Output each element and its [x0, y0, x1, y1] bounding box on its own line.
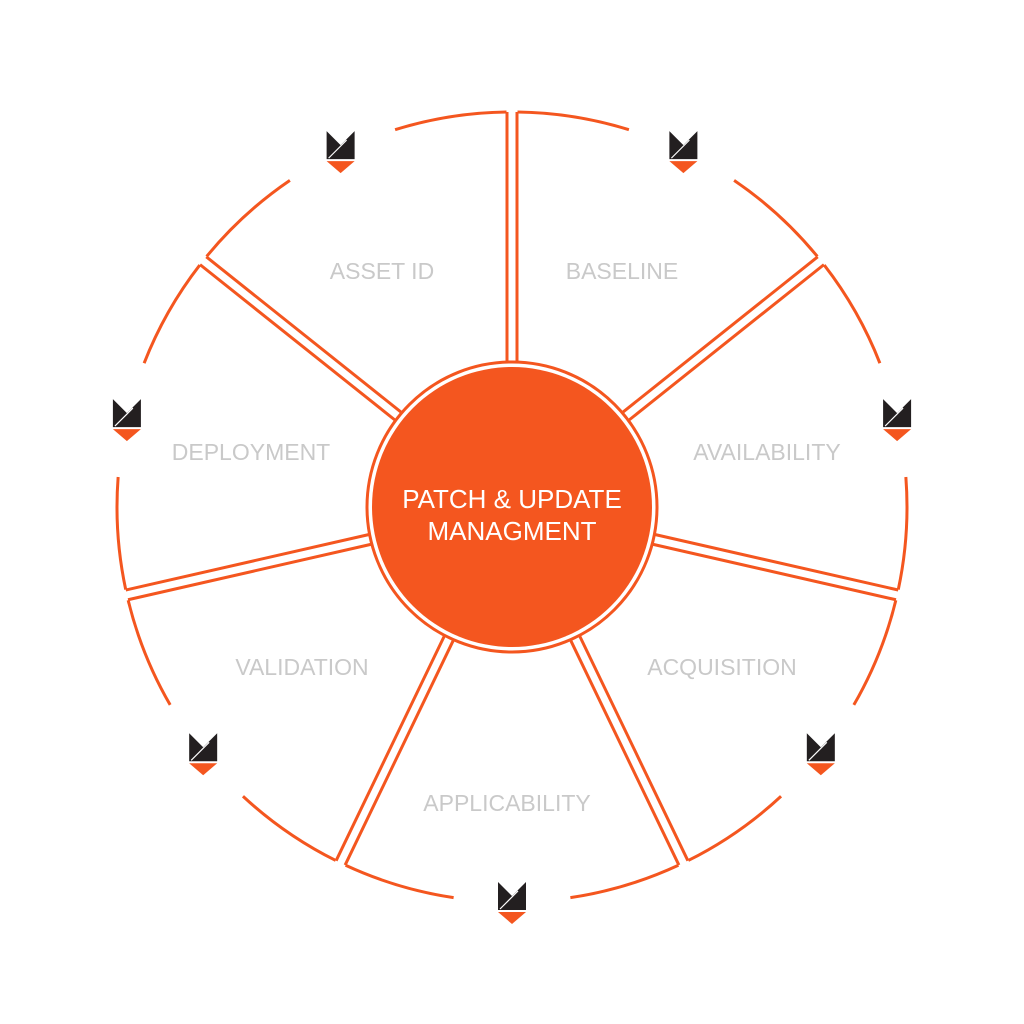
ring-arc	[115, 476, 128, 590]
segment-dividers	[125, 112, 899, 866]
fox-head-shape	[669, 131, 698, 160]
divider-line	[125, 533, 369, 592]
fox-logo-icon	[189, 733, 218, 776]
fox-divider-line	[884, 407, 904, 427]
segment-label-validation: VALIDATION	[235, 654, 368, 680]
divider-line	[622, 255, 819, 414]
fox-head-shape	[326, 131, 355, 160]
center-title-line2: MANAGMENT	[428, 516, 597, 546]
divider-line	[569, 640, 681, 866]
ring-arc	[733, 179, 819, 258]
icons	[112, 131, 912, 924]
divider-line	[343, 640, 455, 866]
ring-arc	[394, 110, 507, 132]
divider-line	[628, 263, 825, 422]
fox-head-shape	[112, 399, 141, 428]
center-title-line1: PATCH & UPDATE	[402, 484, 622, 514]
segment-label-asset-id: ASSET ID	[330, 258, 434, 284]
ring-arc	[126, 599, 172, 706]
fox-chin-shape	[498, 912, 526, 924]
fox-logo-icon	[883, 399, 912, 442]
fox-logo-icon	[498, 882, 526, 924]
fox-logo-icon	[112, 399, 141, 442]
fox-logo-icon	[326, 131, 355, 174]
segment-label-deployment: DEPLOYMENT	[172, 439, 330, 465]
ring-arc	[687, 795, 783, 862]
ring-arc	[241, 795, 337, 862]
outer-ring	[115, 110, 909, 900]
segment-label-availability: AVAILABILITY	[693, 439, 840, 465]
divider-line	[127, 542, 372, 602]
fox-divider-line	[114, 407, 134, 427]
fox-chin-shape	[806, 763, 835, 776]
divider-line	[655, 533, 899, 592]
ring-arc	[344, 863, 454, 900]
divider-line	[652, 542, 897, 602]
fox-divider-line	[808, 741, 828, 761]
fox-chin-shape	[326, 161, 355, 174]
fox-chin-shape	[189, 763, 218, 776]
segment-label-applicability: APPLICABILITY	[423, 790, 590, 816]
segment-label-baseline: BASELINE	[566, 258, 679, 284]
divider-line	[578, 635, 690, 862]
fox-head-shape	[883, 399, 912, 428]
fox-divider-line	[670, 139, 690, 159]
fox-logo-icon	[806, 733, 835, 776]
divider-line	[334, 635, 446, 862]
fox-head-shape	[189, 733, 218, 762]
ring-arc	[852, 599, 898, 706]
fox-logo-icon	[669, 131, 698, 174]
fox-chin-shape	[669, 161, 698, 174]
fox-head-shape	[806, 733, 835, 762]
fox-divider-line	[499, 890, 519, 910]
fox-chin-shape	[883, 429, 912, 442]
ring-arc	[896, 476, 909, 590]
fox-divider-line	[190, 741, 210, 761]
ring-arc	[570, 863, 680, 900]
ring-arc	[205, 179, 291, 258]
center-circle	[372, 367, 652, 647]
fox-head-shape	[498, 882, 526, 910]
fox-divider-line	[328, 139, 348, 159]
ring-arc	[823, 264, 882, 364]
center-outline	[365, 360, 659, 654]
segment-label-acquisition: ACQUISITION	[647, 654, 797, 680]
fox-chin-shape	[112, 429, 141, 442]
divider-line	[199, 263, 396, 422]
divider-line	[205, 255, 402, 414]
ring-arc	[517, 110, 630, 132]
ring-arc	[142, 264, 201, 364]
